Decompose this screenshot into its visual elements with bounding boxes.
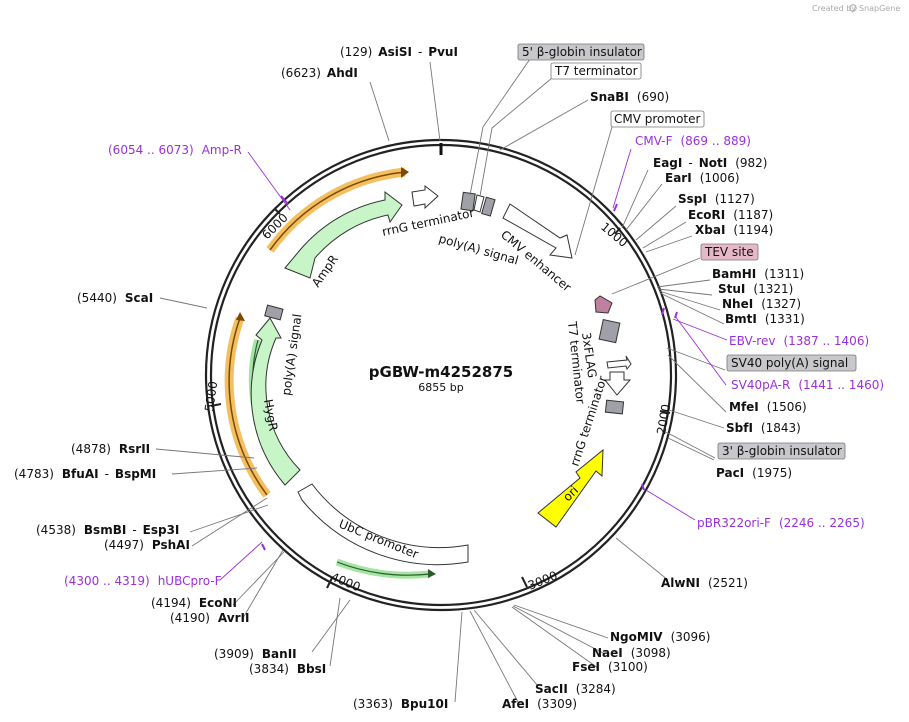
right-features: 3xFLAG T7 terminator rrnG terminator [565, 295, 632, 468]
enzyme-label: FseI(3100) [572, 660, 648, 674]
enzyme-label: (4190)AvrII [170, 611, 249, 625]
enzyme-label: (5440)ScaI [77, 291, 153, 305]
plasmid-size: 6855 bp [418, 381, 463, 394]
credit-text: Created by [812, 4, 856, 13]
backbone [204, 138, 678, 612]
insulator5-label: 5' β-globin insulator [522, 45, 642, 59]
enzyme-label: (129)AsiSI-PvuI [340, 45, 458, 59]
hygr-feature: HygR poly(A) signal [224, 304, 304, 498]
cmv-promoter-label: CMV promoter [614, 112, 701, 126]
insulator3-label: 3' β-globin insulator [722, 444, 842, 458]
polya-signal-left-label: poly(A) signal [279, 313, 304, 396]
enzyme-label: SnaBI(690) [590, 90, 669, 104]
brand-text: SnapGene [859, 4, 900, 13]
primer-label: EBV-rev(1387 .. 1406) [729, 334, 869, 348]
primer-label: pBR322ori-F(2246 .. 2265) [697, 516, 865, 530]
primer-labels: (6054 .. 6073)Amp-R CMV-F(869 .. 889) EB… [64, 134, 884, 588]
enzyme-label: (3834)BbsI [249, 662, 326, 676]
primer-connectors [219, 148, 728, 581]
enzyme-label: MfeI(1506) [729, 400, 807, 414]
enzyme-label: (3363)Bpu10I [353, 697, 448, 711]
snapgene-logo-icon [849, 4, 857, 12]
ampr-feature: AmpR [266, 167, 439, 290]
enzyme-label: XbaI(1194) [695, 223, 773, 237]
ubc-promoter-feature: UbC promoter [297, 483, 469, 579]
enzyme-label: (6623)AhdI [281, 66, 358, 80]
enzyme-label: PacI(1975) [716, 466, 792, 480]
enzyme-label: NgoMIV(3096) [610, 630, 710, 644]
enzyme-label: BamHI(1311) [712, 267, 804, 281]
sv40-polya-label: SV40 poly(A) signal [731, 356, 848, 370]
enzyme-label: EarI(1006) [665, 171, 740, 185]
tick-label: 3000 [526, 568, 560, 592]
enzyme-label: SspI(1127) [678, 192, 755, 206]
tev-site-label: TEV site [704, 245, 754, 259]
enzyme-label: (4194)EcoNI [151, 596, 237, 610]
enzyme-label: (4497)PshAI [104, 538, 190, 552]
plasmid-name: pGBW-m4252875 [369, 363, 513, 381]
enzyme-label: BmtI(1331) [725, 312, 805, 326]
hygr-label: HygR [261, 398, 280, 432]
enzyme-label: StuI(1321) [718, 282, 793, 296]
primer-label: CMV-F(869 .. 889) [635, 134, 751, 148]
t7-terminator-top-label: T7 terminator [554, 64, 638, 78]
enzyme-label: SbfI(1843) [726, 421, 801, 435]
enzyme-label: AlwNI(2521) [661, 576, 748, 590]
enzyme-labels: (129)AsiSI-PvuI (6623)AhdI SnaBI(690) Ea… [14, 45, 807, 711]
enzyme-label: NaeI(3098) [592, 646, 671, 660]
primer-label: (6054 .. 6073)Amp-R [108, 143, 242, 157]
tick-label: 5000 [202, 380, 220, 412]
3xflag-label: 3xFLAG [579, 331, 599, 378]
enzyme-label: (3909)BanII [214, 647, 297, 661]
enzyme-label: EcoRI(1187) [688, 208, 773, 222]
enzyme-label: NheI(1327) [722, 297, 801, 311]
enzyme-label: (4783)BfuAI-BspMI [14, 467, 156, 481]
enzyme-label: (4878)RsrII [71, 442, 150, 456]
primer-label: SV40pA-R(1441 .. 1460) [731, 378, 884, 392]
connector-lines [155, 58, 727, 703]
top-features: rrnG terminator poly(A) signal CMV enhan… [381, 191, 574, 294]
enzyme-label: EagI-NotI(982) [653, 156, 767, 170]
boxed-feature-labels: 5' β-globin insulator T7 terminator CMV … [517, 43, 857, 460]
tick-label: 2000 [654, 403, 673, 436]
enzyme-label: AfeI(3309) [502, 697, 577, 711]
ori-feature: ori [537, 448, 604, 528]
enzyme-label: SacII(3284) [535, 682, 616, 696]
enzyme-label: (4538)BsmBI-Esp3I [36, 523, 179, 537]
primer-label: (4300 .. 4319)hUBCpro-F [64, 574, 222, 588]
